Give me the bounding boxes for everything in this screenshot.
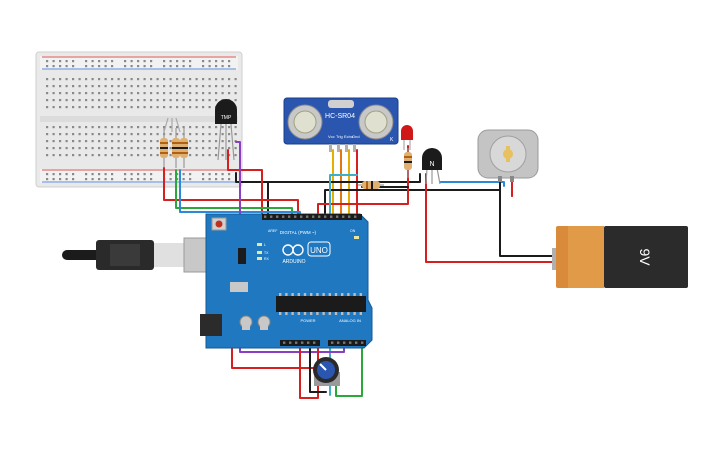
l-led-label: L	[264, 243, 266, 247]
rgb-led[interactable]	[163, 117, 181, 133]
breadboard-resistors[interactable]	[160, 128, 188, 168]
transistor-label: N	[429, 161, 434, 168]
battery-label: 9V	[637, 248, 653, 266]
digital-label: DIGITAL (PWM ~)	[280, 230, 317, 235]
npn-transistor[interactable]: N	[422, 148, 442, 185]
usb-cable[interactable]	[62, 237, 217, 273]
led-resistor[interactable]	[404, 148, 412, 178]
breadboard[interactable]	[35, 51, 243, 188]
arduino-brand-label: ARDUINO	[282, 259, 305, 265]
red-led[interactable]	[401, 125, 413, 150]
base-resistor[interactable]	[358, 181, 384, 189]
power-label: POWER	[300, 318, 315, 323]
atmega-chip	[276, 296, 366, 312]
us-pin-echo: Echo	[344, 134, 354, 139]
tmp-label: TMP	[221, 115, 232, 121]
tx-label: TX	[264, 251, 269, 255]
digital-header[interactable]	[264, 215, 357, 218]
ultrasonic-side-mark: K	[390, 137, 394, 143]
aref-label: AREF	[268, 229, 277, 233]
us-pin-gnd: Gnd	[352, 134, 360, 139]
us-pin-trig: Trig	[336, 134, 343, 139]
potentiometer[interactable]	[313, 357, 340, 386]
dc-motor[interactable]	[477, 129, 539, 182]
reset-button[interactable]	[215, 220, 223, 228]
battery-9v[interactable]: 9V	[552, 226, 688, 288]
us-pin-vcc: Vcc	[328, 134, 335, 139]
arduino-model-label: UNO	[310, 246, 328, 255]
rx-label: RX	[264, 257, 270, 261]
arduino-uno-board[interactable]: DIGITAL (PWM ~) AREF ARDUINO UNO L TX RX…	[200, 213, 373, 349]
analog-label: ANALOG IN	[339, 318, 361, 323]
temperature-sensor[interactable]: TMP	[215, 99, 237, 161]
ultrasonic-model-label: HC-SR04	[325, 113, 355, 120]
ultrasonic-sensor[interactable]: HC-SR04 Vcc Trig Echo Gnd K	[283, 97, 399, 152]
power-analog-header[interactable]	[283, 341, 364, 344]
on-label: ON	[350, 229, 356, 233]
chip-pins	[279, 293, 362, 315]
